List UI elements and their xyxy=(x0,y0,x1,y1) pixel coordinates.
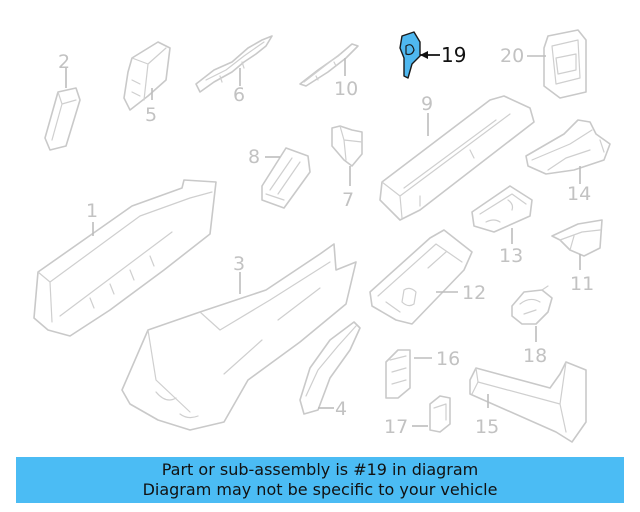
part-16-drawing xyxy=(385,349,432,399)
callout-6: 6 xyxy=(233,84,245,106)
callout-12: 12 xyxy=(462,282,486,304)
callout-14: 14 xyxy=(567,183,591,205)
callout-15: 15 xyxy=(475,416,499,438)
callout-8: 8 xyxy=(248,146,260,168)
part-10-drawing xyxy=(299,43,359,87)
part-17-drawing xyxy=(412,395,451,433)
callout-19: 19 xyxy=(441,43,466,67)
part-14-drawing xyxy=(525,119,611,184)
part-4-drawing xyxy=(299,321,361,415)
part-12-drawing xyxy=(369,229,473,325)
part-6-drawing xyxy=(195,35,273,93)
part-3-drawing xyxy=(121,243,357,431)
callout-13: 13 xyxy=(499,245,523,267)
part-9-drawing xyxy=(379,95,535,221)
parts-diagram: 2 5 6 10 19 20 8 xyxy=(33,29,611,443)
callout-11: 11 xyxy=(570,273,594,295)
banner-line-1: Part or sub-assembly is #19 in diagram xyxy=(161,460,479,479)
callout-5: 5 xyxy=(145,104,157,126)
callout-20: 20 xyxy=(500,45,524,67)
part-20-drawing xyxy=(527,29,587,99)
callout-7: 7 xyxy=(342,189,354,211)
part-8-drawing xyxy=(261,147,311,209)
banner-line-2: Diagram may not be specific to your vehi… xyxy=(142,480,498,499)
callout-4: 4 xyxy=(335,398,347,420)
callout-1: 1 xyxy=(86,200,98,222)
part-5-drawing xyxy=(123,41,171,111)
part-1-drawing xyxy=(33,179,217,337)
callout-10: 10 xyxy=(334,78,358,100)
callout-3: 3 xyxy=(233,253,245,275)
callout-17: 17 xyxy=(384,416,408,438)
callout-16: 16 xyxy=(436,348,460,370)
part-18-drawing xyxy=(511,285,553,342)
callout-18: 18 xyxy=(523,345,547,367)
info-banner: Part or sub-assembly is #19 in diagram D… xyxy=(16,457,624,503)
callout-2: 2 xyxy=(58,51,70,73)
callout-9: 9 xyxy=(421,93,433,115)
part-7-drawing xyxy=(331,125,363,186)
part-19-drawing xyxy=(399,31,440,79)
part-2-drawing xyxy=(44,68,81,151)
part-15-drawing xyxy=(469,361,587,443)
part-13-drawing xyxy=(471,185,533,244)
part-11-drawing xyxy=(551,219,603,270)
